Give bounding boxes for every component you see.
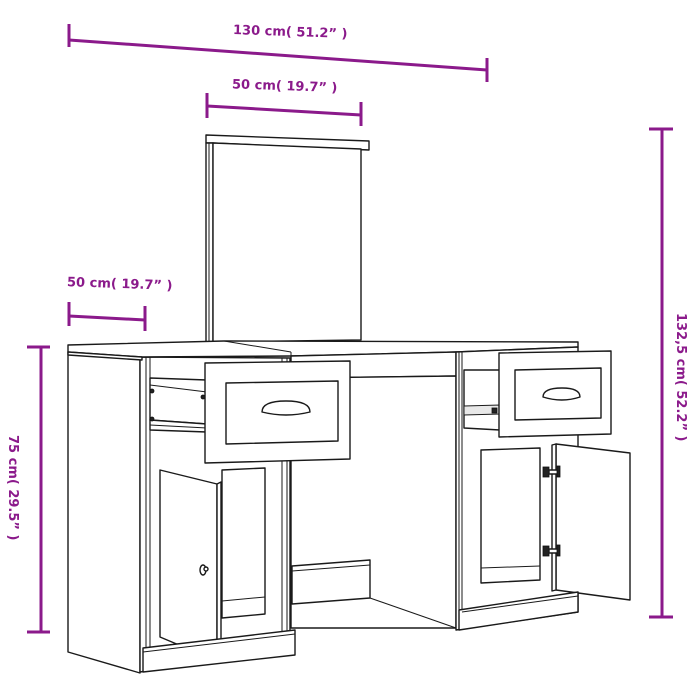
dimension-total-width: 130 cm( 51.2” ) [67,23,489,82]
dimension-mirror-width: 50 cm( 19.7” ) [205,77,363,126]
left-plinth [142,629,296,673]
depth-label: 50 cm( 19.7” ) [67,275,173,294]
hinge-bottom [542,544,561,557]
dimension-depth: 50 cm( 19.7” ) [67,275,173,331]
floor-line [369,597,457,629]
mirror-width-label: 50 cm( 19.7” ) [232,77,338,96]
left-drawer [149,360,351,464]
right-drawer [463,350,612,438]
dimension-total-height: 132,5 cm( 52.2” ) [649,127,688,619]
total-height-label: 132,5 cm( 52.2” ) [673,313,688,441]
mirror [205,134,370,343]
right-plinth [458,591,579,631]
hinge-top [542,465,561,478]
right-door [480,443,631,601]
total-width-label: 130 cm( 51.2” ) [233,23,348,42]
dimension-table-height: 75 cm( 29.5” ) [5,345,50,634]
table-height-label: 75 cm( 29.5” ) [5,435,20,540]
